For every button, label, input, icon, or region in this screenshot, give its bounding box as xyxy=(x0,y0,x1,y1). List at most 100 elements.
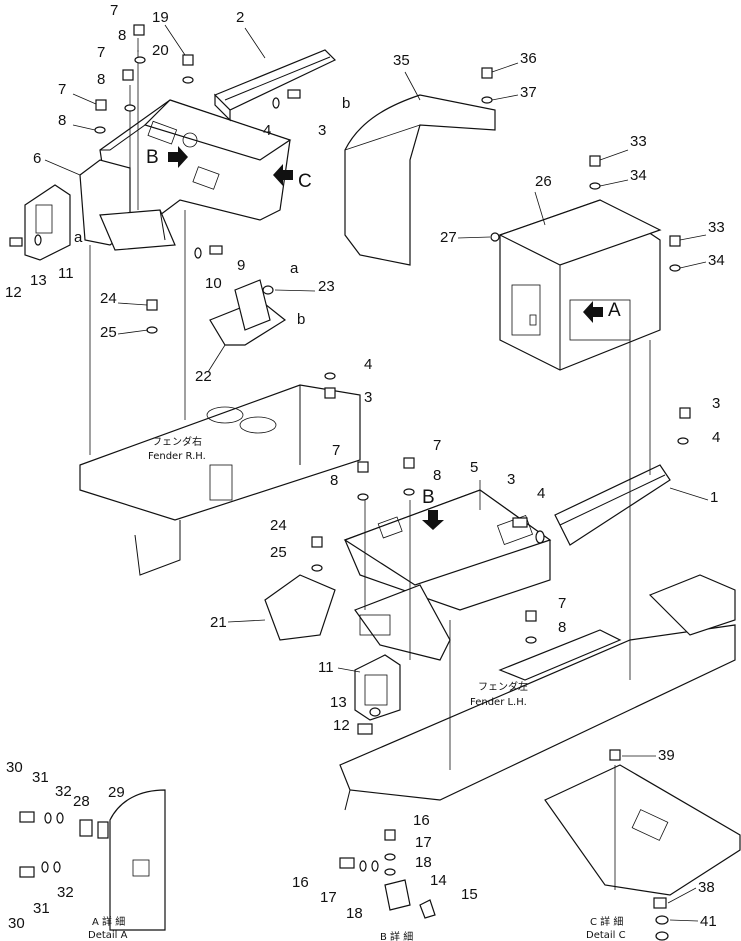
part-5-cover xyxy=(343,489,552,611)
arrow-C xyxy=(273,164,293,186)
callout-30: 30 xyxy=(6,759,23,776)
clip xyxy=(653,897,667,909)
callout-29: 29 xyxy=(108,784,125,801)
washer xyxy=(655,931,669,941)
callout-21: 21 xyxy=(210,614,227,631)
detail-c-jp: C 詳 細 xyxy=(590,915,623,928)
part-21-bracket xyxy=(264,574,336,641)
callout-3: 3 xyxy=(712,395,720,412)
callout-31: 31 xyxy=(32,769,49,786)
detail-c-en: Detail C xyxy=(586,930,626,941)
callout-33: 33 xyxy=(630,133,647,150)
washer xyxy=(41,861,49,873)
callout-5: 5 xyxy=(470,459,478,476)
clip xyxy=(79,819,93,837)
callout-38: 38 xyxy=(698,879,715,896)
callout-36: 36 xyxy=(520,50,537,67)
arrow-A xyxy=(583,301,603,323)
bolt xyxy=(324,387,336,399)
bolt xyxy=(357,461,369,473)
detail-a-en: Detail A xyxy=(88,930,128,941)
callout-3: 3 xyxy=(364,389,372,406)
callout-7: 7 xyxy=(558,595,566,612)
fender-lh-en: Fender L.H. xyxy=(470,697,527,708)
washer xyxy=(357,493,369,501)
fender-rh-en: Fender R.H. xyxy=(148,451,206,462)
washer xyxy=(655,915,669,925)
callout-15: 15 xyxy=(461,886,478,903)
callout-31: 31 xyxy=(33,900,50,917)
washer xyxy=(272,97,280,109)
callout-8: 8 xyxy=(433,467,441,484)
callout-9: 9 xyxy=(237,257,245,274)
bolt xyxy=(481,67,493,79)
direction-arrows xyxy=(168,146,603,530)
washer xyxy=(34,234,42,246)
callout-16: 16 xyxy=(413,812,430,829)
washer xyxy=(44,812,52,824)
callout-19: 19 xyxy=(152,9,169,26)
callout-28: 28 xyxy=(73,793,90,810)
washer xyxy=(359,860,367,872)
callout-6: 6 xyxy=(33,150,41,167)
callout-39: 39 xyxy=(658,747,675,764)
bolt xyxy=(209,245,223,255)
fender-lh xyxy=(339,574,736,811)
bolt xyxy=(19,811,35,823)
bolt xyxy=(512,517,528,528)
callout-11: 11 xyxy=(318,659,334,676)
bolt xyxy=(669,235,681,247)
callout-4: 4 xyxy=(263,122,271,139)
callout-11: 11 xyxy=(58,265,74,282)
bolt xyxy=(609,749,621,761)
callout-24: 24 xyxy=(270,517,287,534)
callout-8: 8 xyxy=(558,619,566,636)
callout-34: 34 xyxy=(630,167,647,184)
bolt xyxy=(19,866,35,878)
bolt xyxy=(679,407,691,419)
washer xyxy=(677,437,689,445)
callout-18: 18 xyxy=(346,905,363,922)
washer xyxy=(669,264,681,272)
callout-10: 10 xyxy=(205,275,222,292)
washer xyxy=(194,247,202,259)
upper-left-assembly xyxy=(24,99,292,261)
callout-1: 1 xyxy=(710,489,718,506)
bolt xyxy=(357,723,373,735)
callout-32: 32 xyxy=(57,884,74,901)
part-35-cover xyxy=(344,94,496,266)
washer xyxy=(146,326,158,334)
fender-rh xyxy=(79,384,361,576)
detail-b-parts xyxy=(384,879,436,919)
washer xyxy=(371,860,379,872)
washer xyxy=(589,182,601,190)
callout-23: 23 xyxy=(318,278,335,295)
letter-b-top: b xyxy=(342,95,350,112)
fender-rh-jp: フェンダ右 xyxy=(152,435,202,448)
callout-7: 7 xyxy=(110,2,118,19)
bolt xyxy=(95,99,107,111)
clip xyxy=(97,821,109,839)
letter-b-mid: b xyxy=(297,311,305,328)
bolt xyxy=(9,237,23,247)
callout-17: 17 xyxy=(320,889,337,906)
callout-22: 22 xyxy=(195,368,212,385)
callout-8: 8 xyxy=(118,27,126,44)
callout-8: 8 xyxy=(330,472,338,489)
detail-c-plate xyxy=(544,764,741,896)
fender-lh-jp: フェンダ左 xyxy=(478,680,528,693)
callout-12: 12 xyxy=(333,717,350,734)
washer xyxy=(369,707,381,717)
callout-30: 30 xyxy=(8,915,25,932)
washer xyxy=(56,812,64,824)
callout-7: 7 xyxy=(433,437,441,454)
callout-13: 13 xyxy=(330,694,347,711)
callout-14: 14 xyxy=(430,872,447,889)
callout-4: 4 xyxy=(537,485,545,502)
bolts-and-washers xyxy=(9,24,691,941)
callout-8: 8 xyxy=(97,71,105,88)
washer xyxy=(384,853,396,861)
washer xyxy=(94,126,106,134)
